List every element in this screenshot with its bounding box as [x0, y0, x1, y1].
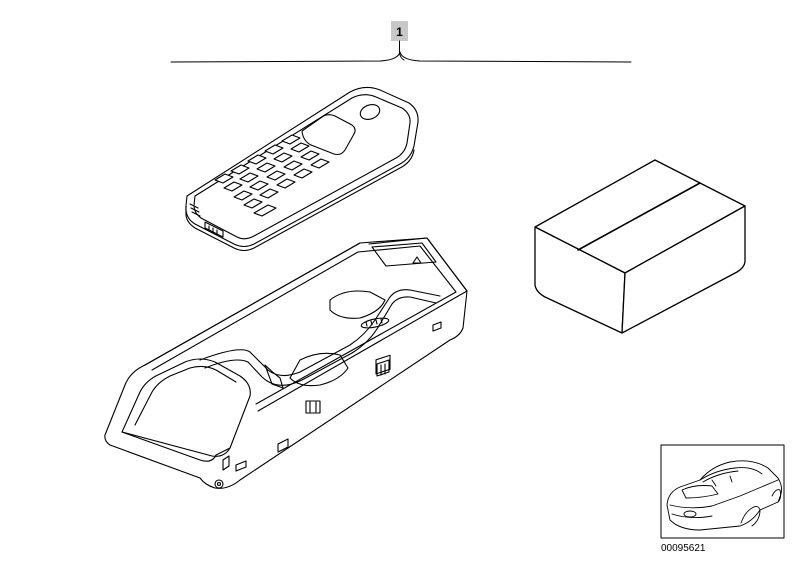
handset-earpiece	[359, 104, 381, 120]
cradle-well	[199, 289, 441, 377]
cradle-well-4	[329, 290, 386, 319]
cradle-part[interactable]	[104, 237, 468, 489]
vehicle-thumbnail[interactable]: 00095621	[660, 444, 785, 554]
cradle-side-details	[214, 321, 442, 489]
package-part[interactable]	[534, 159, 746, 334]
handset-face	[193, 94, 411, 240]
callout-box[interactable]	[391, 21, 408, 41]
thumbnail-frame	[660, 444, 785, 539]
box-right	[621, 205, 746, 334]
callout-number: 1	[396, 25, 403, 39]
diagram-id: 00095621	[661, 543, 706, 554]
cradle-front-face	[121, 431, 231, 462]
car-rear-three-quarter-icon	[666, 460, 783, 531]
box-front	[534, 226, 626, 334]
cradle-shell	[104, 237, 468, 489]
cradle-rim	[144, 237, 468, 412]
handset-part[interactable]	[185, 86, 419, 252]
cradle-well-3	[289, 352, 349, 387]
warning-triangle-icon	[412, 256, 422, 264]
handset-display	[301, 114, 356, 156]
handset-connector	[189, 203, 224, 238]
callout-group: 1	[170, 21, 632, 63]
cradle-front-block	[121, 358, 251, 457]
cradle-well-2	[204, 296, 437, 386]
box-tape	[577, 182, 701, 251]
cradle-window	[371, 242, 437, 267]
cradle-contacts	[360, 317, 390, 329]
cradle-rim-inner	[151, 245, 457, 405]
cradle-front-block-top	[134, 365, 237, 426]
cradle-clip	[264, 364, 284, 389]
handset-keypad	[214, 134, 330, 217]
handset-side	[185, 149, 415, 252]
handset-body	[185, 86, 419, 248]
callout-bracket-line	[170, 51, 632, 63]
